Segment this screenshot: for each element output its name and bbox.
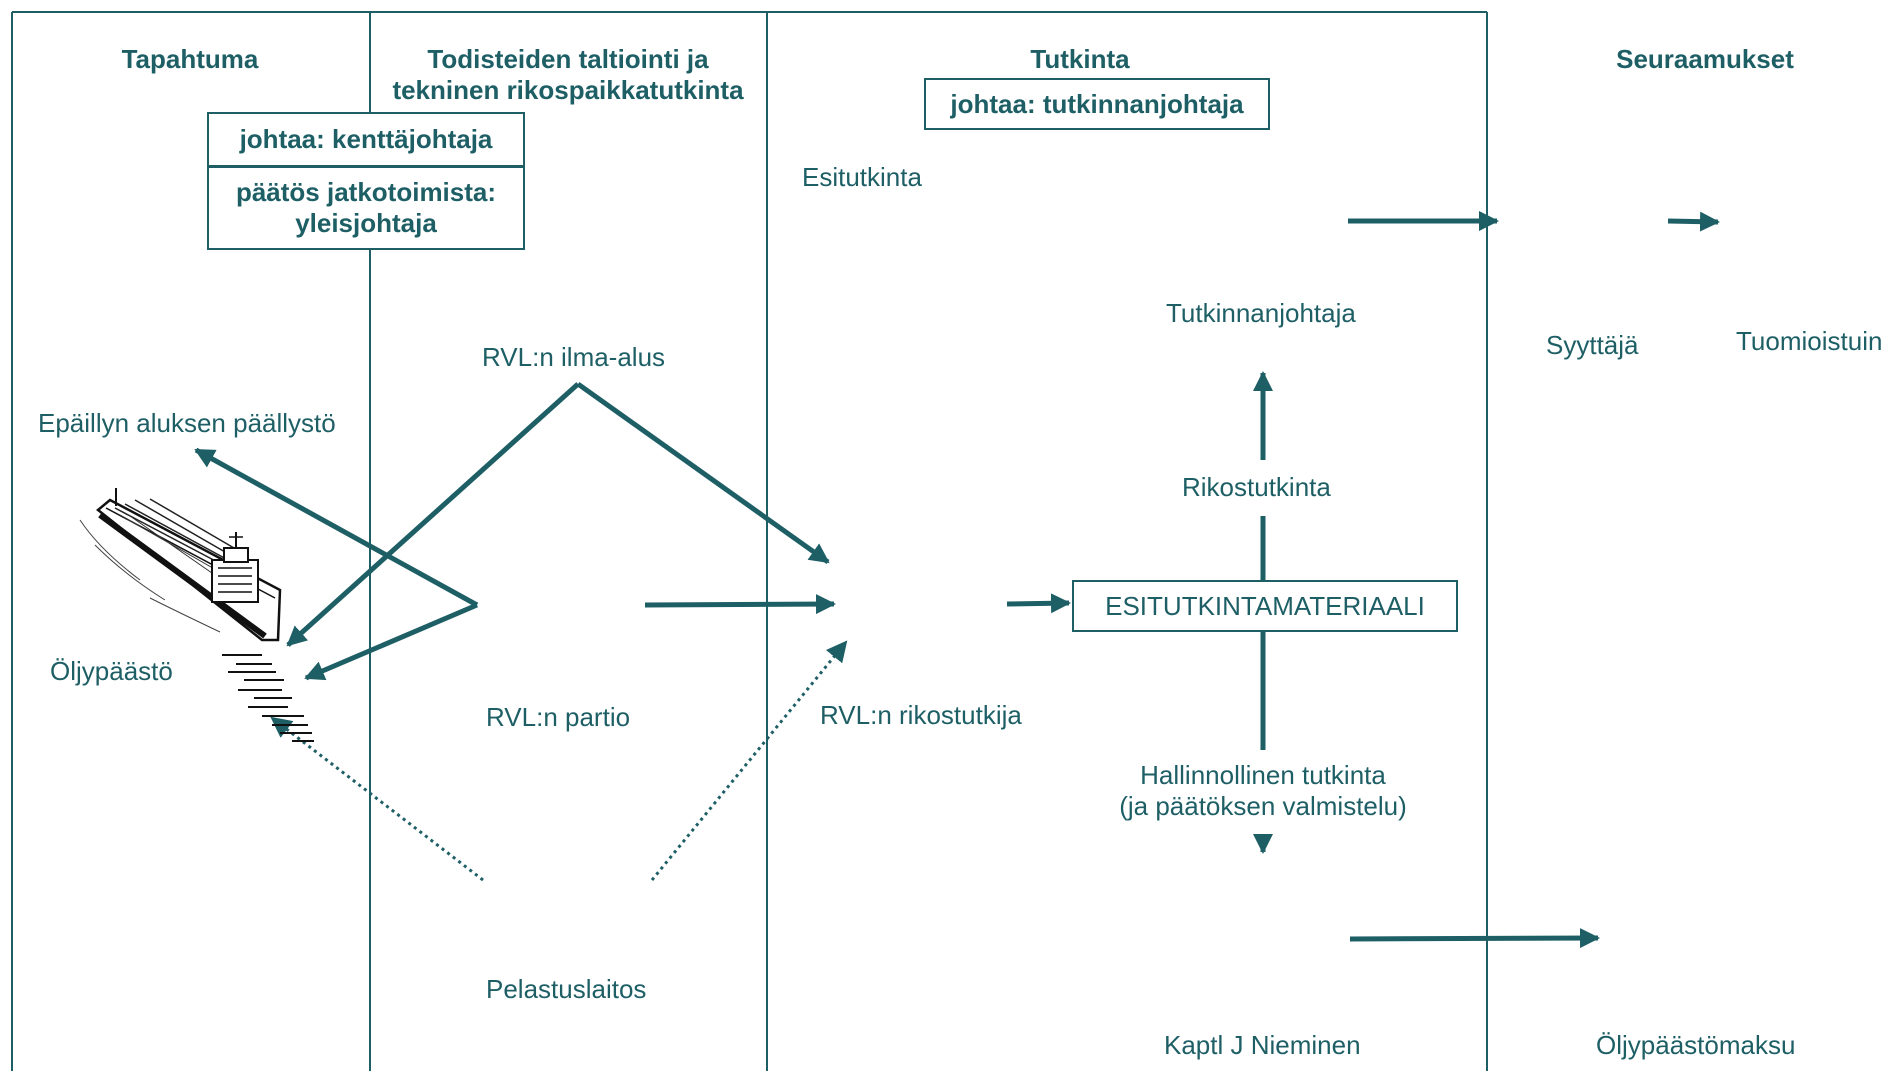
- arrow-ilma-to-rikostutkija: [576, 381, 830, 565]
- oil-tanker-ship-icon: [79, 488, 314, 742]
- label-kaptl-j-nieminen: Kaptl J Nieminen: [1164, 1030, 1361, 1060]
- label-esitutkinta: Esitutkinta: [802, 162, 922, 192]
- label-tuomioistuin: Tuomioistuin: [1736, 326, 1883, 356]
- arrow-rikostutkija-to-materiaali: [1006, 593, 1071, 614]
- box-kenttajohtaja-text: johtaa: kenttäjohtaja: [239, 124, 493, 154]
- label-tutkinnanjohtaja: Tutkinnanjohtaja: [1166, 298, 1356, 328]
- label-rvl-partio: RVL:n partio: [486, 702, 631, 732]
- label-oljypaasto: Öljypäästö: [50, 656, 173, 686]
- box-yleisjohtaja-line2: yleisjohtaja: [295, 208, 437, 239]
- arrow-to-oljypaastomaksu: [1349, 928, 1600, 949]
- column-header-tapahtuma: Tapahtuma: [121, 44, 259, 74]
- box-tutkinnanjohtaja: johtaa: tutkinnanjohtaja: [924, 78, 1270, 130]
- label-hallinnollinen-tutkinta: Hallinnollinen tutkinta (ja päätöksen va…: [1100, 760, 1426, 822]
- column-header-todisteet-line1: Todisteiden taltiointi ja: [427, 44, 709, 74]
- label-oljypaastomaksu: Öljypäästömaksu: [1596, 1030, 1796, 1060]
- dotted-arrows: [270, 640, 848, 882]
- label-rvl-ilma-alus: RVL:n ilma-alus: [482, 342, 666, 372]
- box-yleisjohtaja-line1: päätös jatkotoimista:: [235, 177, 497, 207]
- arrow-partio-to-epaillyn: [194, 447, 479, 608]
- arrow-to-tuomioistuin: [1667, 211, 1720, 232]
- label-rikostutkinta: Rikostutkinta: [1182, 472, 1331, 502]
- column-header-tutkinta: Tutkinta: [1030, 44, 1130, 74]
- column-header-seuraamukset: Seuraamukset: [1616, 44, 1794, 74]
- box-tutkinnanjohtaja-text: johtaa: tutkinnanjohtaja: [950, 89, 1244, 119]
- arrow-ilma-to-oljy: [286, 382, 580, 647]
- arrow-partio-to-rikostutkija: [644, 594, 836, 615]
- label-hallinnollinen-line2: (ja päätöksen valmistelu): [1119, 791, 1407, 822]
- label-pelastuslaitos: Pelastuslaitos: [486, 974, 647, 1004]
- column-header-todisteet-line2: tekninen rikospaikkatutkinta: [392, 75, 744, 106]
- label-hallinnollinen-line1: Hallinnollinen tutkinta: [1140, 760, 1386, 790]
- box-kenttajohtaja: johtaa: kenttäjohtaja: [207, 112, 525, 167]
- box-yleisjohtaja: päätös jatkotoimista: yleisjohtaja: [207, 166, 525, 250]
- box-esitutkintamateriaali-text: ESITUTKINTAMATERIAALI: [1105, 591, 1425, 621]
- label-syyttaja: Syyttäjä: [1546, 330, 1639, 360]
- label-epaillyn-aluksen-paallysto: Epäillyn aluksen päällystö: [38, 408, 336, 438]
- solid-arrows: [194, 211, 1720, 949]
- box-esitutkintamateriaali: ESITUTKINTAMATERIAALI: [1072, 580, 1458, 632]
- arrow-pelastus-to-rikostutkija: [650, 640, 848, 881]
- column-header-todisteet: Todisteiden taltiointi ja tekninen rikos…: [372, 44, 764, 106]
- label-rvl-rikostutkija: RVL:n rikostutkija: [820, 700, 1022, 730]
- arrow-partio-to-oljy: [304, 602, 478, 681]
- arrow-pelastus-to-oljy: [270, 716, 484, 882]
